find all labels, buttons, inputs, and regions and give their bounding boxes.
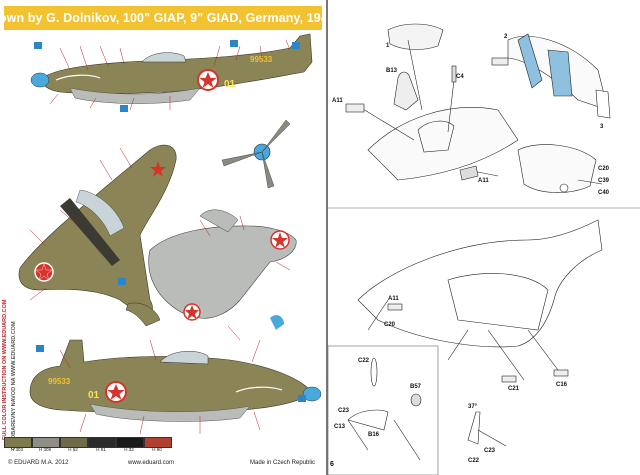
legend-swatch-4 xyxy=(88,437,116,448)
part-c16-label: C16 xyxy=(556,382,568,388)
right-profile: 01 99533 xyxy=(29,339,322,422)
legend-swatch-2 xyxy=(32,437,60,448)
legend-code-3: H 52 xyxy=(68,447,78,452)
page-number: 6 xyxy=(330,461,334,468)
legend-swatch-6 xyxy=(144,437,172,448)
legend-swatch-1 xyxy=(4,437,32,448)
part-c22b-label: C22 xyxy=(468,458,480,464)
copyright: © EDUARD M.A. 2012 xyxy=(8,460,69,466)
step-underside xyxy=(357,219,603,383)
bottom-view xyxy=(148,209,297,330)
part-angle-label: 37° xyxy=(468,404,478,410)
assembly-page: 1 B13 A11 C4 A11 2 3 C20 C39 C40 xyxy=(327,0,640,475)
origin: Made in Czech Republic xyxy=(250,460,316,466)
part-b16-label: B16 xyxy=(368,432,380,438)
part-a11-label: A11 xyxy=(332,98,343,104)
step-cockpit xyxy=(345,23,519,181)
painting-page: flown by G. Dolnikov, 100" GIAP, 9" GIAD… xyxy=(0,6,335,466)
part-c23b-label: C23 xyxy=(484,448,496,454)
part-c20b-label: C20 xyxy=(384,322,396,328)
part-3-label: 3 xyxy=(600,124,604,130)
part-c22-label: C22 xyxy=(358,358,370,364)
callout-boxes xyxy=(34,40,306,402)
part-a11b-label: A11 xyxy=(478,178,489,184)
legend-swatch-5 xyxy=(116,437,144,448)
part-c13-label: C13 xyxy=(334,424,346,430)
fuselage-number: 01 xyxy=(224,79,236,90)
part-2-label: 2 xyxy=(504,34,508,40)
legend-swatch-3 xyxy=(60,437,88,448)
part-b13-label: B13 xyxy=(386,68,398,74)
part-c39-label: C39 xyxy=(598,178,610,184)
profile-drawings: 01 99533 xyxy=(18,33,322,435)
callout-lines xyxy=(29,39,291,435)
profile-title: flown by G. Dolnikov, 100" GIAP, 9" GIAD… xyxy=(0,11,335,25)
page-divider xyxy=(326,0,328,475)
step-doors xyxy=(491,33,611,193)
legend-code-6: H 90 xyxy=(152,447,162,452)
top-view xyxy=(18,144,177,327)
step-gear-detail xyxy=(347,357,507,461)
part-a11c-label: A11 xyxy=(388,296,399,302)
assembly-drawings: 1 B13 A11 C4 A11 2 3 C20 C39 C40 xyxy=(327,23,640,475)
legend-code-1: H 303 xyxy=(10,447,23,452)
part-1-label: 1 xyxy=(386,43,390,49)
paint-legend: H 303 H 309 H 52 H 91 H 33 H 90 xyxy=(4,437,179,465)
legend-code-2: H 309 xyxy=(38,447,51,452)
detail-frame xyxy=(327,345,439,475)
part-c21-label: C21 xyxy=(508,386,520,392)
part-c23-label: C23 xyxy=(338,408,350,414)
legend-code-4: H 91 xyxy=(96,447,106,452)
part-c40-label: C40 xyxy=(598,190,610,196)
fuselage-number-bottom: 01 xyxy=(88,390,100,401)
part-c20-label: C20 xyxy=(598,166,610,172)
legend-code-5: H 33 xyxy=(124,447,134,452)
part-c4-label: C4 xyxy=(456,74,464,80)
propeller xyxy=(221,119,291,189)
tail-number-bottom: 99533 xyxy=(48,377,71,386)
part-b57-label: B57 xyxy=(410,384,422,390)
tail-number: 99533 xyxy=(250,55,273,64)
title-banner: flown by G. Dolnikov, 100" GIAP, 9" GIAD… xyxy=(0,6,335,30)
left-profile: 01 99533 xyxy=(30,33,313,104)
website: www.eduard.com xyxy=(128,460,175,466)
